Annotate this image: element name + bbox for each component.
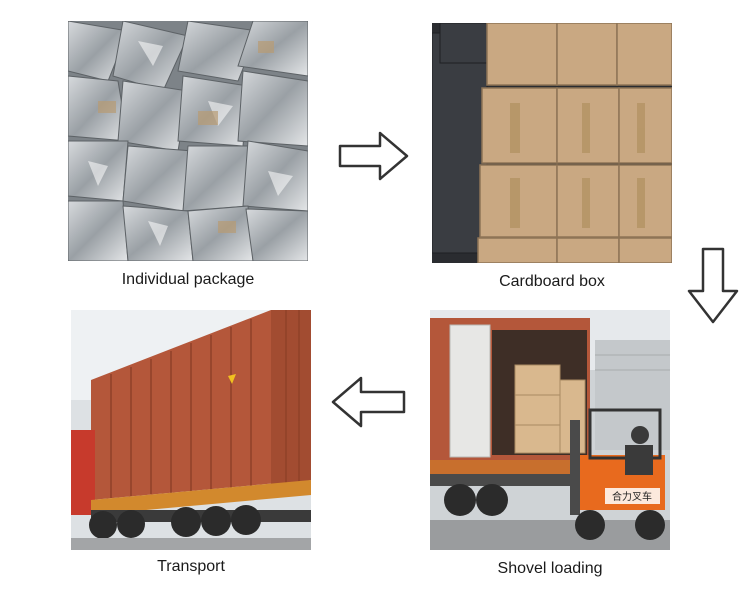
individual-package-photo xyxy=(68,21,308,261)
step-label-transport: Transport xyxy=(157,558,225,575)
forklift-badge: 合力叉车 xyxy=(612,490,652,503)
arrow-down-icon xyxy=(686,247,740,325)
step-label-shovel-loading: Shovel loading xyxy=(497,560,603,577)
transport-photo xyxy=(71,310,311,550)
step-label-cardboard-box: Cardboard box xyxy=(499,273,605,290)
shovel-loading-photo: 合力叉车 xyxy=(430,310,670,550)
step-label-individual-package: Individual package xyxy=(121,271,255,288)
arrow-right-icon xyxy=(338,130,410,182)
arrow-left-icon xyxy=(330,374,406,430)
cardboard-box-photo xyxy=(432,23,672,263)
